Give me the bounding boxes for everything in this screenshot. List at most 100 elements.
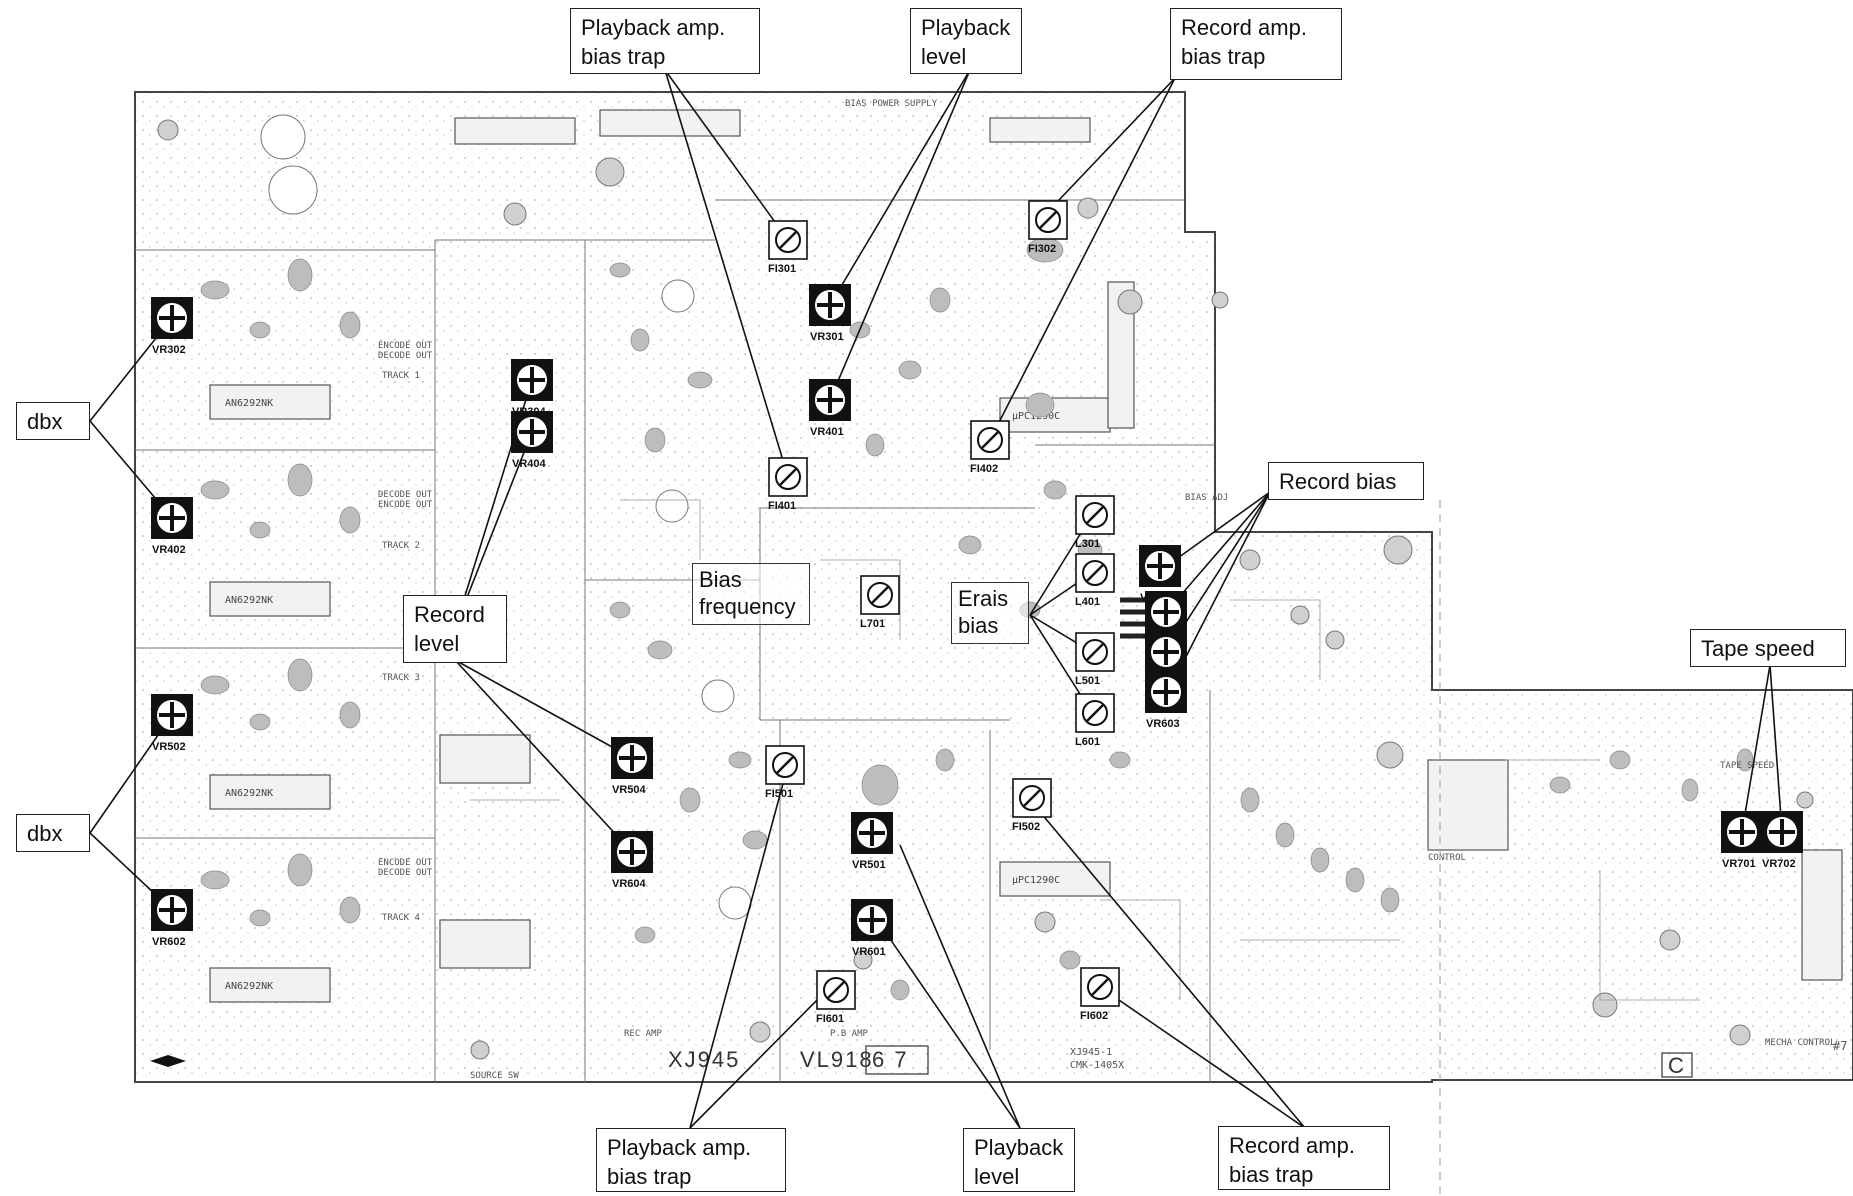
silk-source-sw: SOURCE SW	[470, 1071, 519, 1081]
trimmer-ref-label: VR603	[1146, 718, 1180, 730]
trimmer-vr404: VR404	[511, 411, 553, 470]
silk-decode-out-1: DECODE OUT	[378, 351, 433, 361]
tp701-marker	[150, 1055, 186, 1067]
trimmer-ref-label: VR501	[852, 859, 886, 871]
trimmer-ref-label: VR401	[810, 426, 844, 438]
trimmer-ref-label: VR702	[1762, 858, 1796, 870]
silk-track-4: TRACK 4	[382, 913, 420, 923]
trimmer-fi602: FI602	[1080, 967, 1120, 1022]
trimmer-ref-label: FI502	[1012, 821, 1040, 833]
trimmer-vr504: VR504	[611, 737, 653, 796]
ic-label-3: AN6292NK	[225, 788, 273, 799]
trimmer-ref-label: VR604	[612, 878, 647, 890]
label-bias-frequency: Bias frequency	[692, 563, 810, 625]
trimmer-fi501: FI501	[765, 745, 805, 800]
trimmer-ref-label: L601	[1075, 736, 1100, 748]
board-part: CMK-1405X	[1070, 1060, 1124, 1071]
trimmer-ref-label: VR602	[152, 936, 186, 948]
silk-encode-out-3: ENCODE OUT	[378, 858, 433, 868]
trimmer-l301: L301	[1075, 495, 1115, 550]
trimmer-fi301: FI301	[768, 220, 808, 275]
trimmer-l501: L501	[1075, 632, 1115, 687]
trimmer-fi601: FI601	[816, 970, 856, 1025]
silk-bias-power: BIAS POWER SUPPLY	[845, 99, 938, 109]
silk-decode-out-2: DECODE OUT	[378, 490, 433, 500]
trimmer-vr602: VR602	[151, 889, 193, 948]
silk-track-1: TRACK 1	[382, 371, 420, 381]
callout-playback-bias-trap-bottom: Playback amp. bias trap	[596, 1128, 786, 1192]
silk-mecha-control: MECHA CONTROL	[1765, 1038, 1835, 1048]
callout-playback-level-top: Playback level	[910, 8, 1022, 74]
trimmer-ref-label: L701	[860, 618, 885, 630]
ic-label-1: AN6292NK	[225, 398, 273, 409]
trimmer-ref-label: FI402	[970, 463, 998, 475]
trimmer-ref-label: FI301	[768, 263, 796, 275]
ic-label-6: μPC1290C	[1012, 875, 1060, 886]
silk-decode-out-3: DECODE OUT	[378, 868, 433, 878]
silk-encode-out-2: ENCODE OUT	[378, 500, 433, 510]
components	[157, 114, 1814, 1060]
leader-lines	[89, 69, 1783, 1129]
board-code-left: XJ945	[668, 1047, 740, 1072]
trimmer-l701: L701	[860, 575, 900, 630]
trimmer-ref-label: VR402	[152, 544, 186, 556]
callout-record-bias: Record bias	[1268, 462, 1424, 500]
silk-rec-amp: REC AMP	[624, 1029, 663, 1039]
trimmer-ref-label: FI401	[768, 500, 796, 512]
callout-tape-speed: Tape speed	[1690, 629, 1846, 667]
silk-track-3: TRACK 3	[382, 673, 420, 683]
callout-record-bias-trap-top: Record amp. bias trap	[1170, 8, 1342, 80]
callout-dbx-lower: dbx	[16, 814, 90, 852]
callout-record-level: Record level	[403, 595, 507, 663]
trimmer-fi302: FI302	[1028, 200, 1068, 255]
callout-record-bias-trap-bottom: Record amp. bias trap	[1218, 1126, 1390, 1190]
board-code-row: XJ945 VL918 6 7 C #7 XJ945-1 CMK-1405X	[668, 1039, 1847, 1078]
trimmer-ref-label: VR601	[852, 946, 886, 958]
trimmer-l601: L601	[1075, 693, 1115, 748]
ic-label-4: AN6292NK	[225, 981, 273, 992]
silk-encode-out-1: ENCODE OUT	[378, 341, 433, 351]
trimmer-ref-label: FI602	[1080, 1010, 1108, 1022]
trimmer-ref-label: VR302	[152, 344, 186, 356]
trimmer-vr402: VR402	[151, 497, 193, 556]
callout-playback-bias-trap-top: Playback amp. bias trap	[570, 8, 760, 74]
trimmer-ref-label: FI302	[1028, 243, 1056, 255]
trimmers: VR302VR402VR502VR602VR301VR401VR304VR404…	[151, 200, 1803, 1025]
trimmer-ref-label: L501	[1075, 675, 1100, 687]
left-sections	[135, 199, 1215, 1082]
trimmer-fi502: FI502	[1012, 778, 1052, 833]
trimmer-ref-label: L401	[1075, 596, 1100, 608]
trimmer-ref-label: VR301	[810, 331, 844, 343]
trimmer-vr302: VR302	[151, 297, 193, 356]
trimmer-ref-label: VR404	[512, 458, 547, 470]
board-code-right: VL918	[800, 1047, 874, 1072]
corner-letter: C	[1668, 1053, 1686, 1078]
trimmer-fi401: FI401	[768, 457, 808, 512]
trimmer-ref-label: L301	[1075, 538, 1100, 550]
trimmer-vr604: VR604	[611, 831, 653, 890]
trimmer-vr301: VR301	[809, 284, 851, 343]
trimmer-vr701: VR701	[1721, 811, 1763, 870]
component-blobs	[200, 237, 1754, 1001]
trimmer-ref-label: VR504	[612, 784, 647, 796]
board-code-box: 6 7	[872, 1047, 909, 1072]
silk-tape-speed: TAPE SPEED	[1720, 761, 1774, 771]
trimmer-vr401: VR401	[809, 379, 851, 438]
silk-control: CONTROL	[1428, 853, 1466, 863]
trimmer-ref-label: FI501	[765, 788, 793, 800]
silkscreen-text: ENCODE OUT DECODE OUT TRACK 1 DECODE OUT…	[378, 99, 1835, 1081]
trimmer-ref-label: VR701	[1722, 858, 1756, 870]
silk-pb-amp: P.B AMP	[830, 1029, 869, 1039]
trimmer-l401: L401	[1075, 553, 1115, 608]
trimmer-vr503: VR503	[1145, 631, 1187, 690]
ic-label-2: AN6292NK	[225, 595, 273, 606]
label-erase-bias: Erais bias	[951, 582, 1029, 644]
trimmer-vr702: VR702	[1761, 811, 1803, 870]
callout-playback-level-bottom: Playback level	[963, 1128, 1075, 1192]
trimmer-vr502: VR502	[151, 694, 193, 753]
board-id: XJ945-1	[1070, 1047, 1112, 1058]
trimmer-vr603: VR603	[1145, 671, 1187, 730]
silk-track-2: TRACK 2	[382, 541, 420, 551]
trimmer-ref-label: VR502	[152, 741, 186, 753]
